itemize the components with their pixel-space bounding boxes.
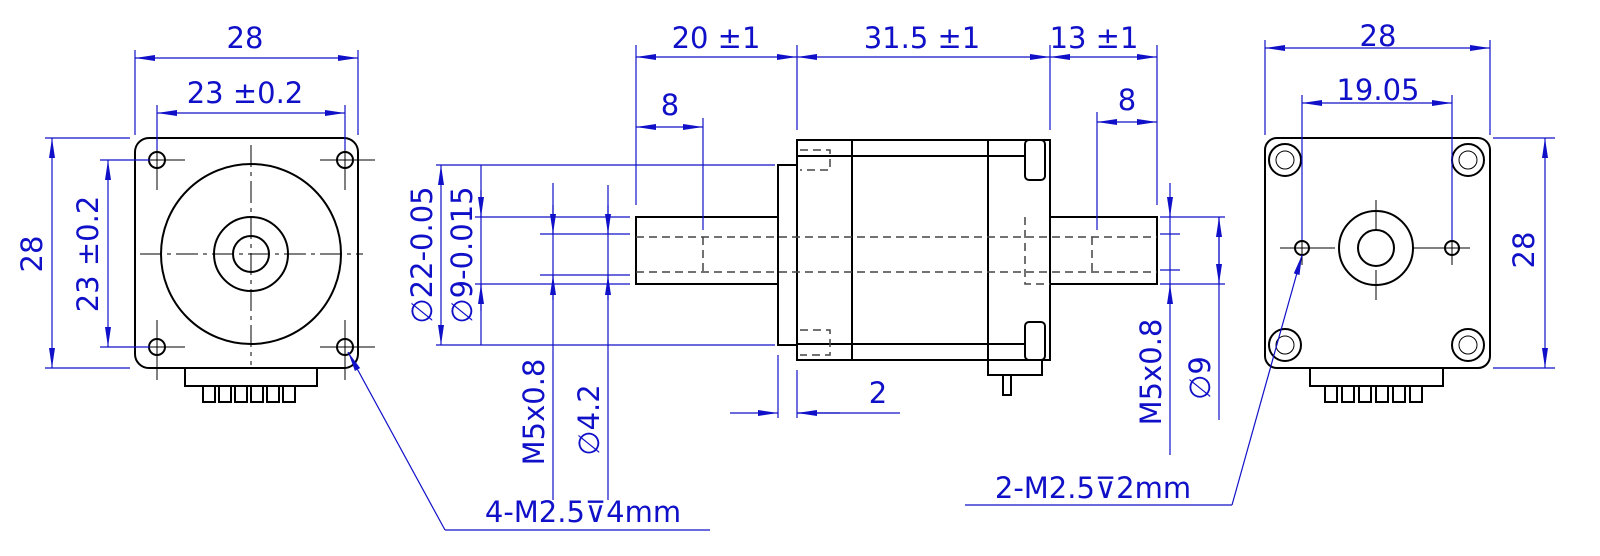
front-width-dim: 28 <box>227 21 264 55</box>
rear-height-dim: 28 <box>1507 232 1541 269</box>
shaft-diameter-dim: ∅9-0.015 <box>445 186 479 323</box>
rear-thread-dim: M5x0.8 <box>1134 319 1168 426</box>
rear-hole-spacing-dim: 19.05 <box>1336 73 1419 107</box>
rear-thread-depth-dim: 8 <box>1118 83 1136 117</box>
rear-callout: 2-M2.5⊽2mm <box>995 471 1191 505</box>
rear-width-dim: 28 <box>1360 19 1397 53</box>
front-hole-spacing-v-dim: 23 ±0.2 <box>71 196 105 313</box>
boss-diameter-dim: ∅22-0.05 <box>405 186 439 323</box>
body-length-dim: 31.5 ±1 <box>864 21 981 55</box>
corner-holes <box>1268 143 1485 362</box>
front-bore-dim: ∅4.2 <box>572 384 606 455</box>
front-callout: 4-M2.5⊽4mm <box>485 495 681 529</box>
rear-view: 28 19.05 28 2-M2.5⊽2mm <box>965 19 1555 506</box>
front-height-dim: 28 <box>15 236 49 273</box>
front-hole-spacing-h-dim: 23 ±0.2 <box>187 76 304 110</box>
front-shaft-length-dim: 20 ±1 <box>672 21 761 55</box>
front-view: 28 23 ±0.2 28 23 ±0.2 4-M2.5⊽4mm <box>15 21 710 531</box>
rear-shaft-diameter-dim: ∅9 <box>1183 356 1217 400</box>
front-thread-depth-dim: 8 <box>661 88 679 122</box>
front-thread-dim: M5x0.8 <box>517 359 551 466</box>
boss-length-dim: 2 <box>869 376 887 410</box>
rear-shaft-length-dim: 13 ±1 <box>1050 21 1139 55</box>
side-view: 20 ±1 31.5 ±1 13 ±1 8 8 ∅22-0.05 ∅9-0.01… <box>405 21 1225 500</box>
